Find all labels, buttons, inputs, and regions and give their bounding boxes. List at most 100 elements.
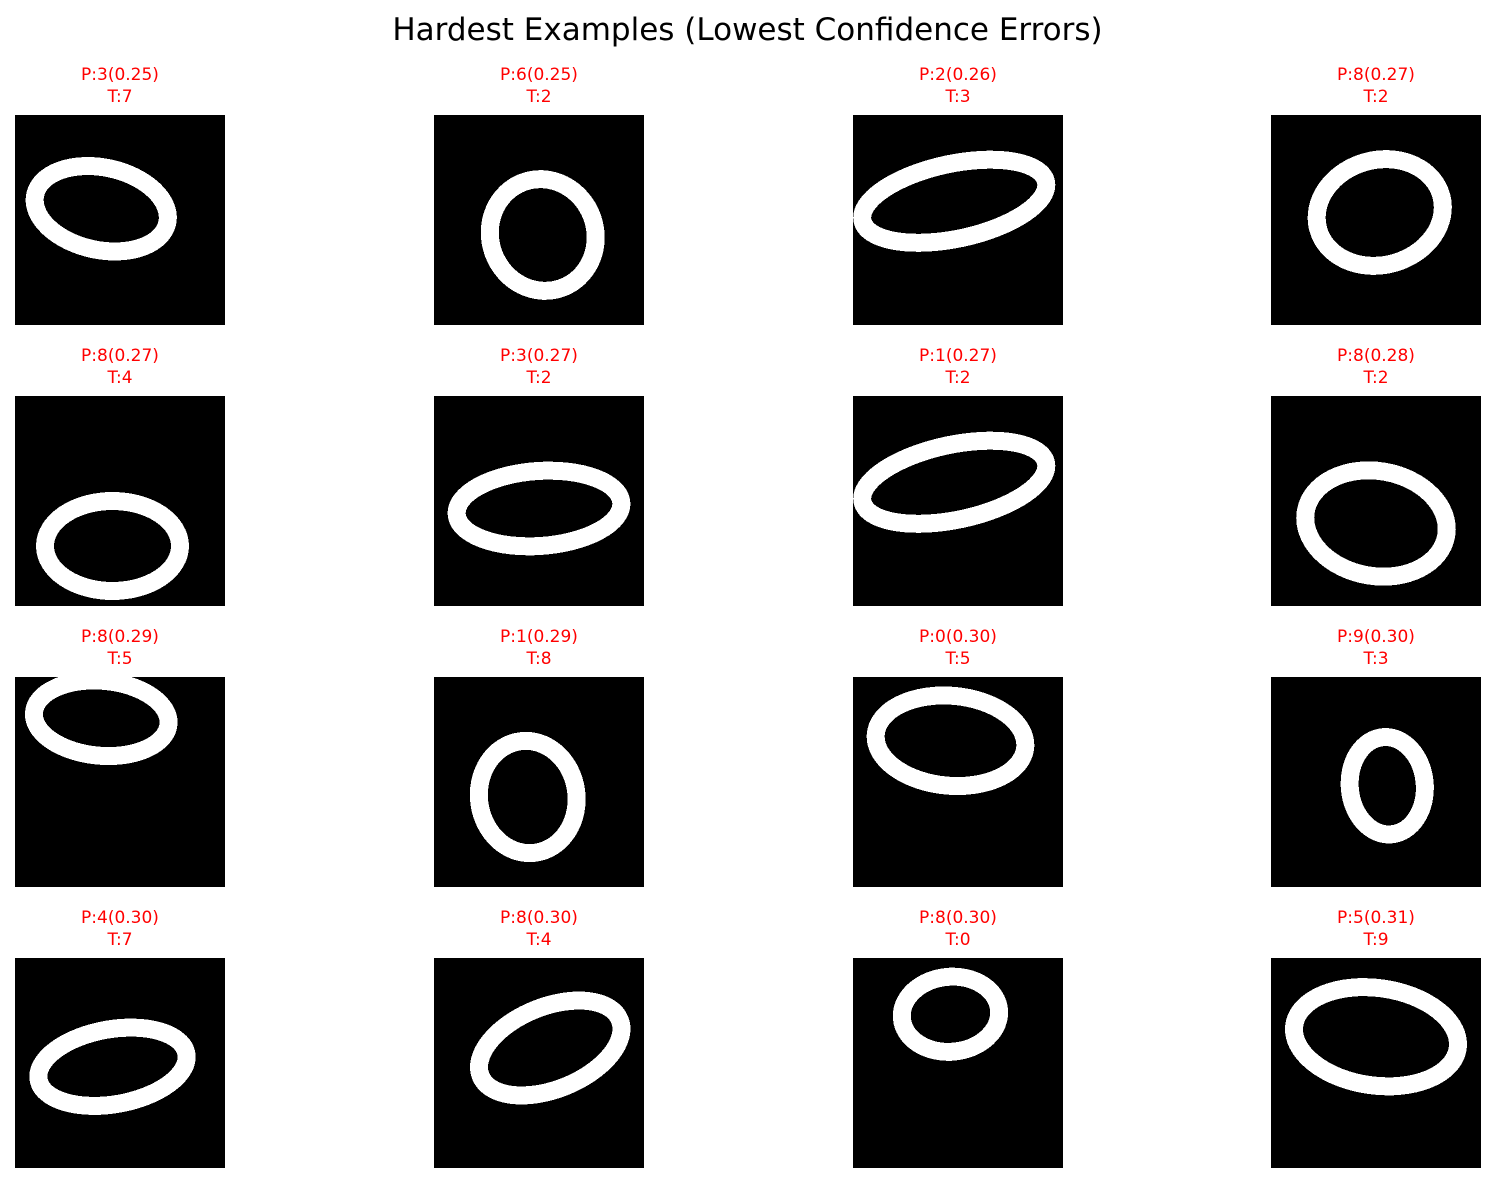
predicted-label: P:5(0.31) [1337, 908, 1415, 928]
digit-image [853, 677, 1063, 887]
example-caption: P:1(0.29)T:8 [434, 626, 644, 670]
example-cell: P:8(0.27)T:2 [1271, 64, 1481, 325]
image-background [853, 396, 1063, 606]
digit-stroke [853, 150, 1056, 252]
digit-stroke [480, 170, 605, 300]
digit-image [1271, 958, 1481, 1168]
digit-image [434, 115, 644, 325]
digit-image [1271, 115, 1481, 325]
example-cell: P:8(0.27)T:4 [15, 345, 225, 606]
true-label: T:4 [526, 930, 552, 950]
predicted-label: P:9(0.30) [1337, 627, 1415, 647]
example-cell: P:6(0.25)T:2 [434, 64, 644, 325]
example-caption: P:3(0.25)T:7 [15, 64, 225, 108]
true-label: T:5 [107, 649, 133, 669]
digit-image [1271, 396, 1481, 606]
image-background [853, 115, 1063, 325]
image-background [15, 677, 225, 887]
example-cell: P:9(0.30)T:3 [1271, 626, 1481, 887]
predicted-label: P:4(0.30) [81, 908, 159, 928]
predicted-label: P:8(0.30) [500, 908, 578, 928]
predicted-label: P:8(0.27) [1337, 65, 1415, 85]
example-caption: P:8(0.30)T:4 [434, 907, 644, 951]
true-label: T:0 [945, 930, 971, 950]
true-label: T:8 [526, 649, 552, 669]
digit-stroke [447, 461, 631, 556]
example-cell: P:8(0.29)T:5 [15, 626, 225, 887]
digit-stroke [1285, 978, 1467, 1096]
example-caption: P:9(0.30)T:3 [1271, 626, 1481, 670]
example-cell: P:0(0.30)T:5 [853, 626, 1063, 887]
true-label: T:3 [1363, 649, 1389, 669]
predicted-label: P:2(0.26) [919, 65, 997, 85]
digit-stroke [24, 677, 178, 766]
digit-image [15, 958, 225, 1168]
example-cell: P:3(0.27)T:2 [434, 345, 644, 606]
digit-image [15, 677, 225, 887]
example-caption: P:2(0.26)T:3 [853, 64, 1063, 108]
example-cell: P:5(0.31)T:9 [1271, 907, 1481, 1168]
digit-image [15, 115, 225, 325]
digit-stroke [1307, 150, 1452, 275]
example-caption: P:6(0.25)T:2 [434, 64, 644, 108]
predicted-label: P:6(0.25) [500, 65, 578, 85]
predicted-label: P:8(0.30) [919, 908, 997, 928]
example-cell: P:3(0.25)T:7 [15, 64, 225, 325]
digit-stroke [29, 1018, 196, 1115]
predicted-label: P:0(0.30) [919, 627, 997, 647]
digit-stroke [892, 967, 1009, 1061]
digit-stroke [470, 991, 631, 1105]
example-cell: P:8(0.28)T:2 [1271, 345, 1481, 606]
example-cell: P:8(0.30)T:0 [853, 907, 1063, 1168]
predicted-label: P:3(0.25) [81, 65, 159, 85]
predicted-label: P:8(0.29) [81, 627, 159, 647]
true-label: T:2 [526, 368, 552, 388]
image-background [853, 958, 1063, 1168]
predicted-label: P:1(0.27) [919, 346, 997, 366]
example-cell: P:8(0.30)T:4 [434, 907, 644, 1168]
true-label: T:2 [1363, 87, 1389, 107]
digit-stroke [866, 686, 1035, 796]
example-caption: P:8(0.30)T:0 [853, 907, 1063, 951]
predicted-label: P:3(0.27) [500, 346, 578, 366]
digit-stroke [853, 431, 1056, 533]
true-label: T:4 [107, 368, 133, 388]
true-label: T:9 [1363, 930, 1389, 950]
true-label: T:3 [945, 87, 971, 107]
true-label: T:7 [107, 87, 133, 107]
digit-image [434, 958, 644, 1168]
example-caption: P:8(0.28)T:2 [1271, 345, 1481, 389]
example-cell: P:4(0.30)T:7 [15, 907, 225, 1168]
example-caption: P:8(0.27)T:4 [15, 345, 225, 389]
digit-stroke [1340, 728, 1434, 844]
digit-stroke [25, 157, 177, 261]
digit-image [434, 677, 644, 887]
example-caption: P:8(0.27)T:2 [1271, 64, 1481, 108]
predicted-label: P:8(0.27) [81, 346, 159, 366]
true-label: T:2 [1363, 368, 1389, 388]
true-label: T:2 [945, 368, 971, 388]
true-label: T:7 [107, 930, 133, 950]
example-caption: P:8(0.29)T:5 [15, 626, 225, 670]
digit-stroke [36, 492, 189, 600]
predicted-label: P:1(0.29) [500, 627, 578, 647]
example-caption: P:4(0.30)T:7 [15, 907, 225, 951]
digit-stroke [469, 731, 586, 863]
example-caption: P:1(0.27)T:2 [853, 345, 1063, 389]
digit-image [1271, 677, 1481, 887]
digit-image [15, 396, 225, 606]
example-cell: P:1(0.29)T:8 [434, 626, 644, 887]
figure-title: Hardest Examples (Lowest Confidence Erro… [392, 12, 1103, 48]
true-label: T:5 [945, 649, 971, 669]
example-caption: P:5(0.31)T:9 [1271, 907, 1481, 951]
predicted-label: P:8(0.28) [1337, 346, 1415, 366]
example-caption: P:0(0.30)T:5 [853, 626, 1063, 670]
true-label: T:2 [526, 87, 552, 107]
digit-image [853, 396, 1063, 606]
example-cell: P:1(0.27)T:2 [853, 345, 1063, 606]
digit-image [853, 115, 1063, 325]
digit-image [853, 958, 1063, 1168]
digit-image [434, 396, 644, 606]
digit-stroke [1296, 461, 1456, 586]
image-background [1271, 677, 1481, 887]
